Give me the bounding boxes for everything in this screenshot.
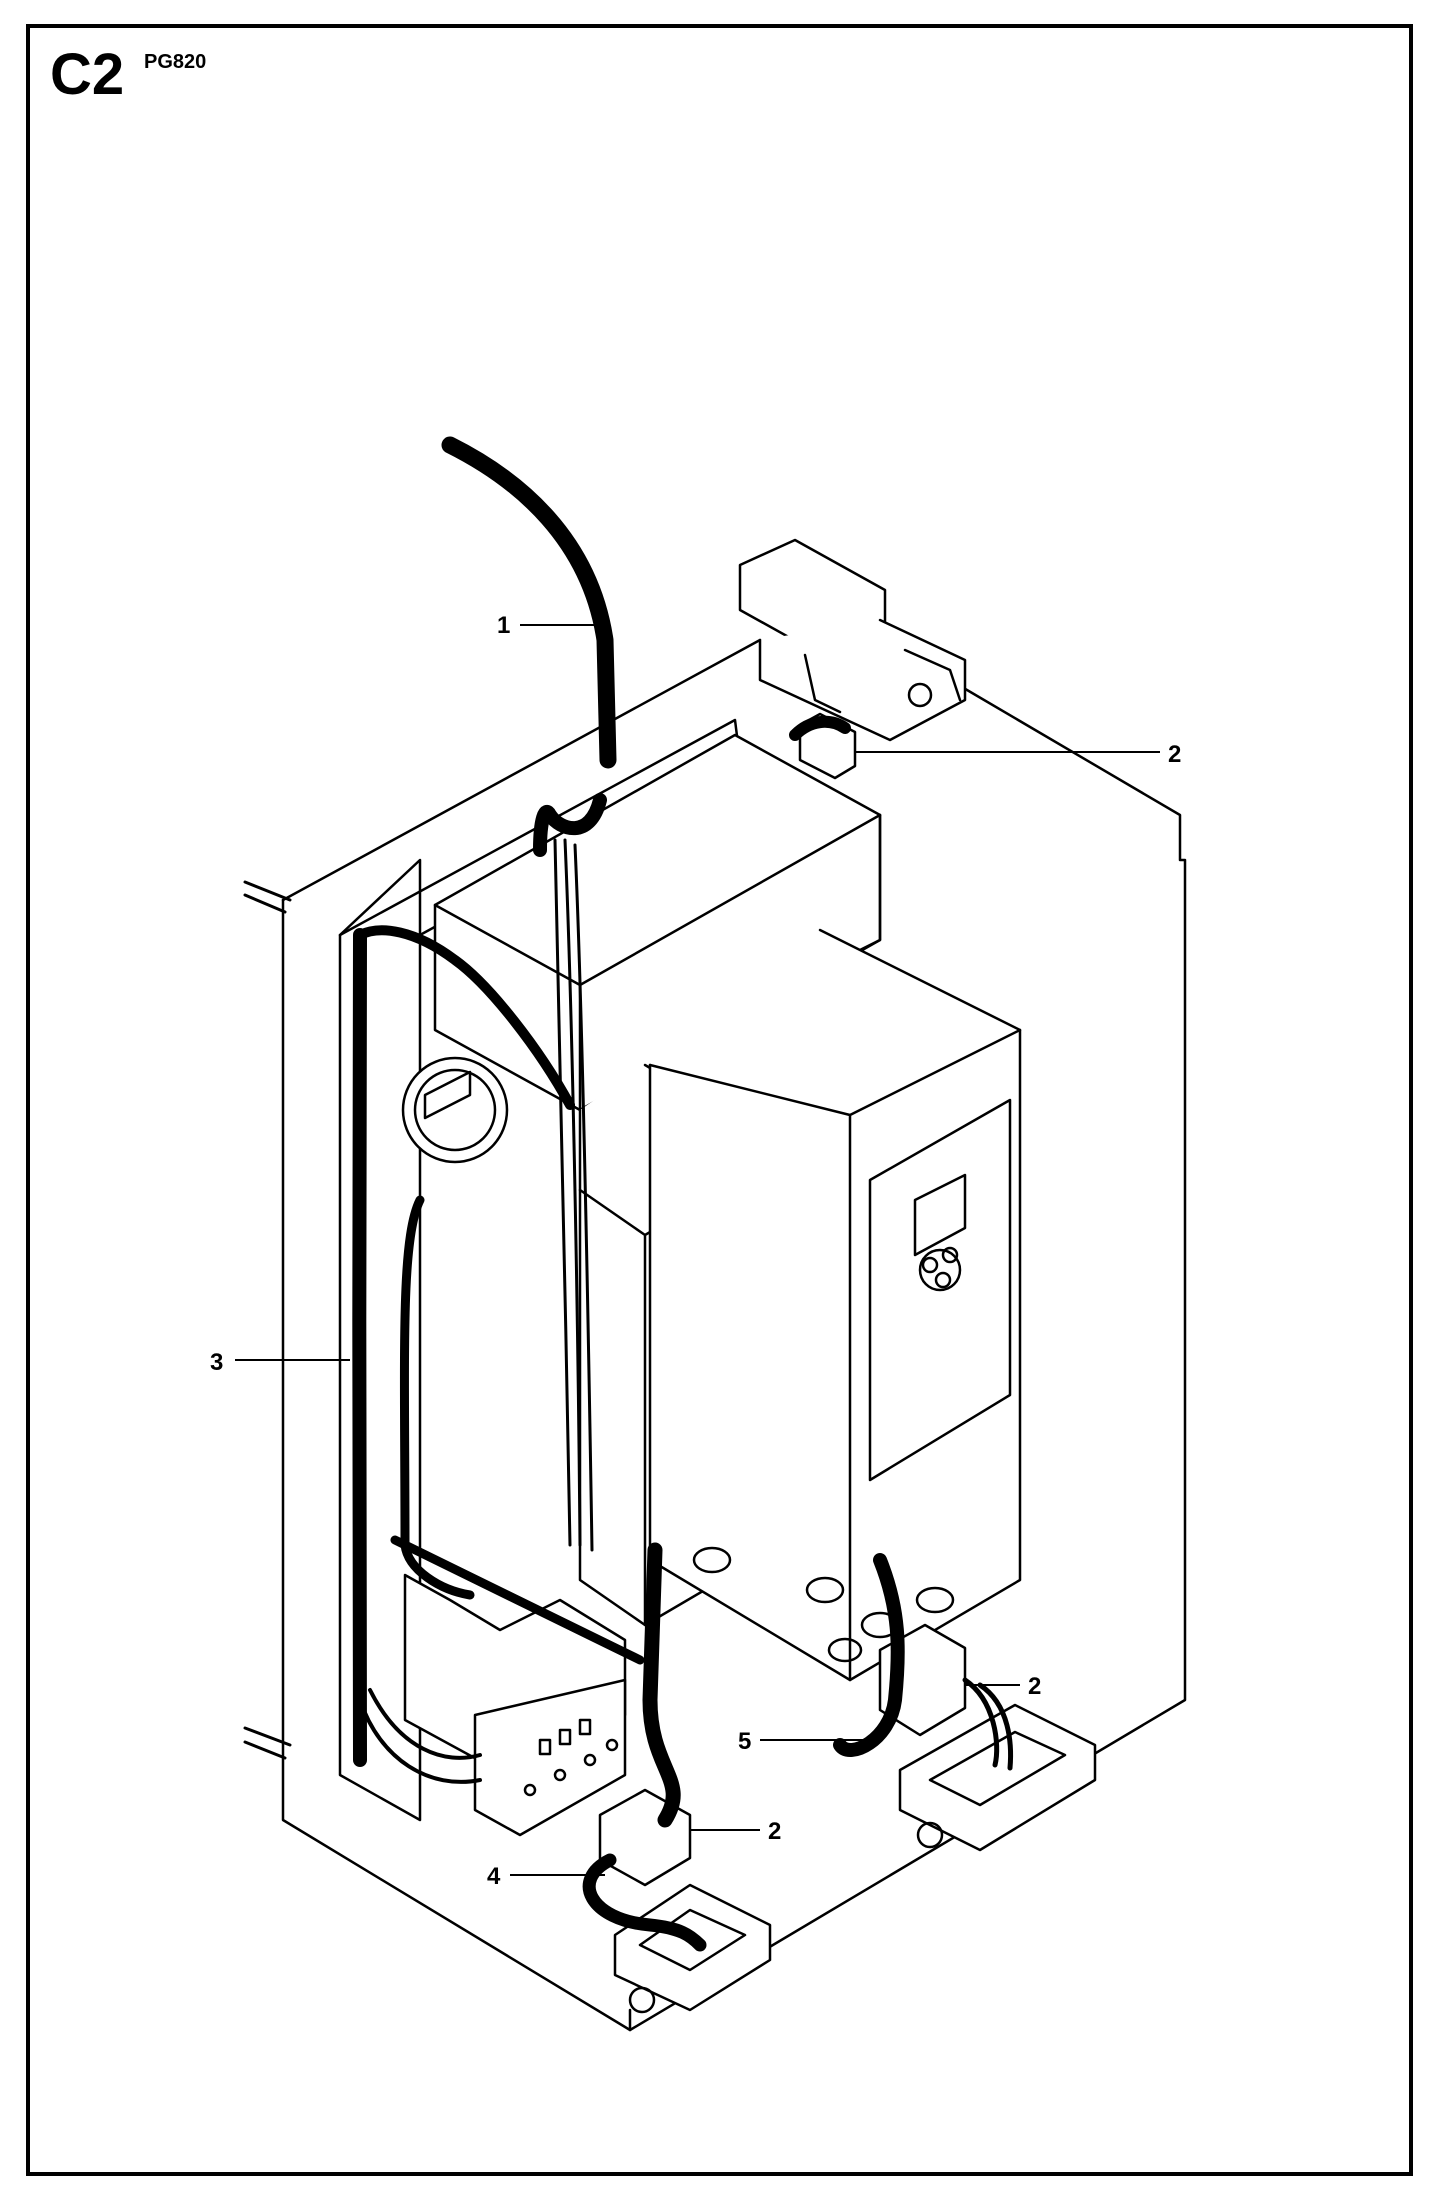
right-drive-button-a — [921, 1256, 939, 1274]
terminal-slot-2 — [558, 1728, 572, 1746]
bottom-right-connector-latch — [916, 1821, 944, 1849]
callout-4: 4 — [487, 1863, 501, 1890]
bottom-left-connector-plate — [638, 1908, 747, 1972]
cable-top-connector — [789, 715, 851, 741]
cable-loop-inner — [399, 1195, 475, 1600]
right-drive-front — [648, 1028, 1022, 1682]
top-connector-base — [758, 618, 967, 742]
right-drive-display — [913, 1173, 967, 1257]
cable-bundle-2 — [563, 838, 582, 1547]
callout-5: 5 — [738, 1728, 751, 1755]
callout-2c: 2 — [768, 1818, 781, 1845]
cable-loop-left — [352, 928, 367, 1767]
bottom-right-connector-plate — [928, 1730, 1067, 1807]
cable-terminal-loops — [358, 1688, 482, 1784]
cable-to-gland-left — [642, 1542, 681, 1828]
right-drive-panel — [868, 1098, 1012, 1482]
cable-bundle-3 — [573, 843, 594, 1552]
main-power-cable — [441, 436, 617, 769]
hour-meter — [401, 1056, 509, 1164]
cable-horizontal-bus — [390, 1535, 645, 1665]
callout-1: 1 — [497, 612, 510, 639]
terminal-screw-4 — [605, 1738, 619, 1752]
top-connector-clamp — [803, 648, 962, 714]
right-drive-button-c — [934, 1271, 952, 1289]
terminal-screw-2 — [553, 1768, 567, 1782]
bottom-left-connector — [613, 1883, 772, 2012]
cable-hole-5 — [827, 1637, 863, 1663]
right-drive-button — [918, 1248, 962, 1292]
terminal-screw-1 — [523, 1783, 537, 1797]
mounting-stud-top — [243, 880, 292, 914]
terminal-screw-3 — [583, 1753, 597, 1767]
callout-3: 3 — [210, 1349, 223, 1376]
bottom-right-connector — [898, 1703, 1097, 1852]
cable-right-drive — [833, 1553, 905, 1757]
cable-loop-top — [355, 925, 575, 1110]
page-code: C2 — [50, 42, 125, 107]
right-drive-unit — [648, 928, 1022, 1682]
cable-right-out — [962, 1677, 1014, 1771]
cable-hole-4 — [915, 1586, 955, 1614]
bottom-left-connector-latch — [628, 1986, 656, 2014]
top-connector-latch — [907, 682, 933, 708]
cable-bundle — [553, 838, 572, 1547]
cable-out-left — [582, 1853, 707, 1952]
cable-hole-1 — [692, 1546, 732, 1574]
callout-2a: 2 — [1168, 741, 1181, 768]
callout-2b: 2 — [1028, 1673, 1041, 1700]
hour-meter-inner — [413, 1068, 497, 1152]
mounting-stud-bottom — [243, 1726, 292, 1760]
terminal-slot-1 — [538, 1738, 552, 1756]
terminal-slot-3 — [578, 1718, 592, 1736]
top-module-side — [858, 813, 882, 952]
enclosure-outline — [281, 678, 1187, 2032]
cable-entry-bend — [533, 793, 607, 857]
model-code: PG820 — [144, 51, 207, 73]
enclosure-top-edge — [281, 638, 762, 902]
hour-meter-window — [423, 1070, 472, 1120]
cable-hole-2 — [805, 1576, 845, 1604]
right-drive-button-b — [941, 1246, 959, 1264]
